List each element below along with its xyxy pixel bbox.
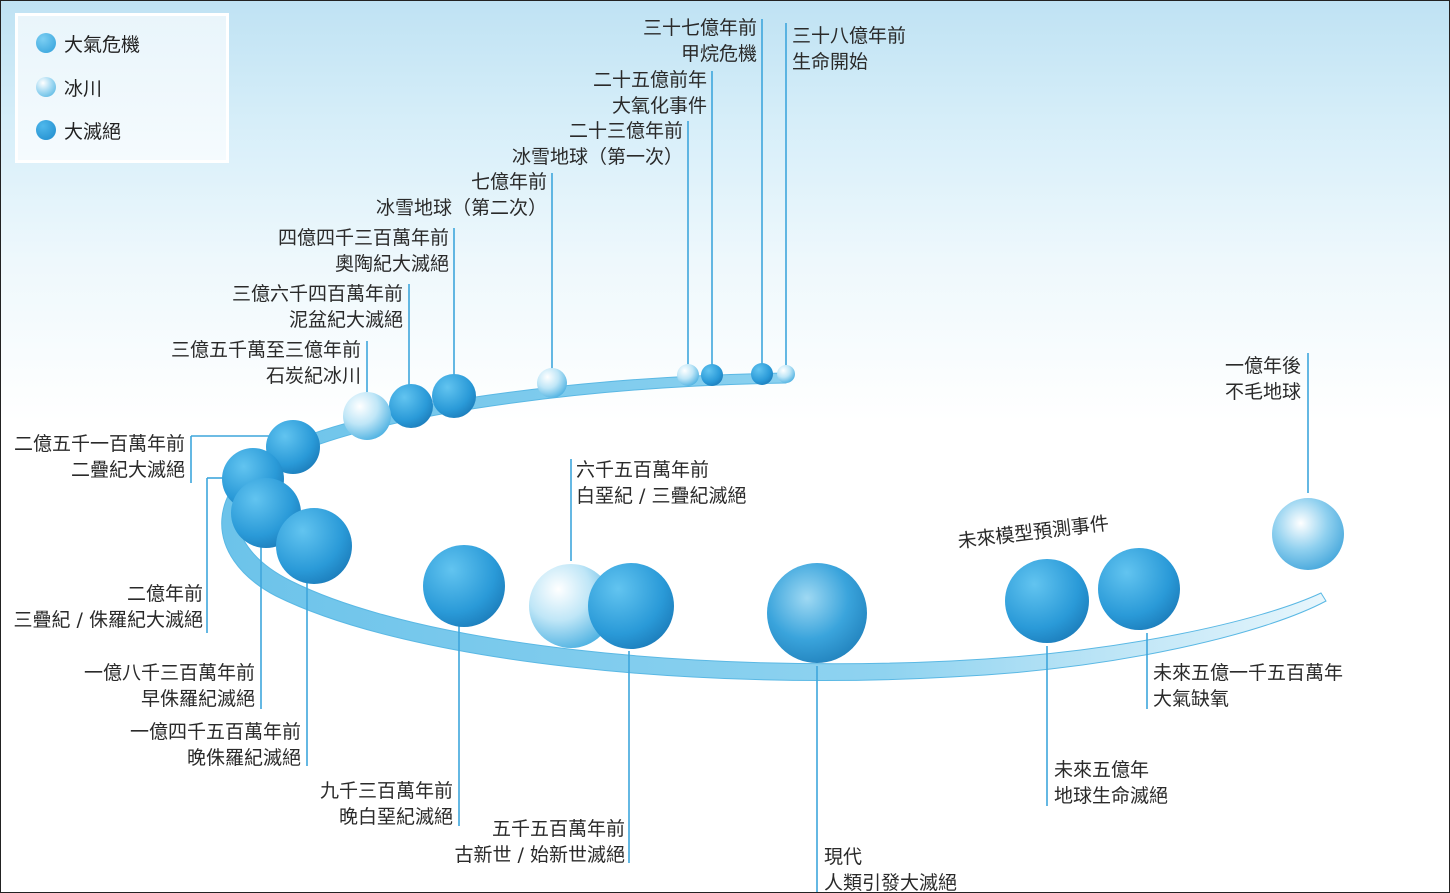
legend-item: 冰川 — [36, 74, 102, 100]
event-label-ordovician: 四億四千三百萬年前奧陶紀大滅絕 — [277, 227, 449, 275]
legend-label: 冰川 — [64, 77, 103, 100]
event-label-carboniferous: 三億五千萬至三億年前石炭紀冰川 — [170, 339, 361, 387]
event-label-snowball-earth-2: 七億年前冰雪地球（第二次） — [375, 171, 547, 219]
event-label-future-515m: 未來五億一千五百萬年大氣缺氧 — [1153, 662, 1344, 710]
event-label-late-cretaceous: 九千三百萬年前晚白堊紀滅絕 — [319, 780, 453, 828]
glacier-dot-icon — [36, 77, 56, 97]
marker-snowball-earth-1 — [677, 364, 699, 386]
atmosphere-crisis-dot-icon — [36, 33, 56, 53]
event-label-devonian: 三億六千四百萬年前泥盆紀大滅絕 — [231, 283, 403, 331]
event-label-barren-earth: 一億年後不毛地球 — [1224, 355, 1301, 403]
event-markers — [222, 363, 1344, 663]
event-label-great-oxidation: 二十五億前年大氧化事件 — [592, 69, 707, 117]
marker-cretaceous-glacier — [529, 564, 613, 648]
event-label-late-jurassic: 一億四千五百萬年前晚侏羅紀滅絕 — [129, 721, 301, 769]
marker-late-cretaceous — [423, 545, 505, 627]
event-label-triassic-jurassic: 二億年前三疊紀 / 侏羅紀大滅絕 — [13, 583, 203, 631]
marker-late-jurassic — [276, 508, 352, 584]
marker-ordovician — [432, 374, 476, 418]
marker-methane-crisis — [751, 363, 773, 385]
event-label-methane-crisis: 三十七億年前甲烷危機 — [642, 17, 757, 65]
mass-extinction-dot-icon — [36, 120, 56, 140]
event-label-cretaceous: 六千五百萬年前白堊紀 / 三疊紀滅絕 — [576, 459, 747, 507]
marker-paleocene-eocene — [588, 563, 674, 649]
marker-future-515m — [1098, 548, 1180, 630]
event-label-early-jurassic: 一億八千三百萬年前早侏羅紀滅絕 — [83, 662, 255, 710]
event-label-paleocene-eocene: 五千五百萬年前古新世 / 始新世滅絕 — [454, 818, 625, 866]
legend-item: 大滅絕 — [36, 117, 121, 143]
legend-label: 大氣危機 — [64, 33, 141, 56]
marker-present-earth — [767, 563, 867, 663]
event-label-life-start: 三十八億年前生命開始 — [792, 25, 907, 73]
legend: 大氣危機 冰川 大滅絕 — [15, 13, 229, 163]
marker-permian — [266, 420, 320, 474]
marker-great-oxidation — [701, 364, 723, 386]
legend-label: 大滅絕 — [64, 120, 122, 143]
event-label-present: 現代人類引發大滅絕 — [824, 846, 958, 893]
event-label-future-500m: 未來五億年地球生命滅絕 — [1054, 759, 1169, 807]
marker-future-500m — [1005, 559, 1089, 643]
marker-devonian — [389, 384, 433, 428]
marker-carboniferous — [343, 392, 391, 440]
legend-item: 大氣危機 — [36, 30, 140, 56]
leader-lines — [190, 19, 1309, 892]
marker-life-start — [777, 365, 795, 383]
marker-snowball-earth-2 — [537, 368, 567, 398]
event-label-permian: 二億五千一百萬年前二疊紀大滅絕 — [13, 433, 185, 481]
event-label-snowball-earth-1: 二十三億年前冰雪地球（第一次） — [511, 120, 683, 168]
marker-barren-earth — [1272, 498, 1344, 570]
